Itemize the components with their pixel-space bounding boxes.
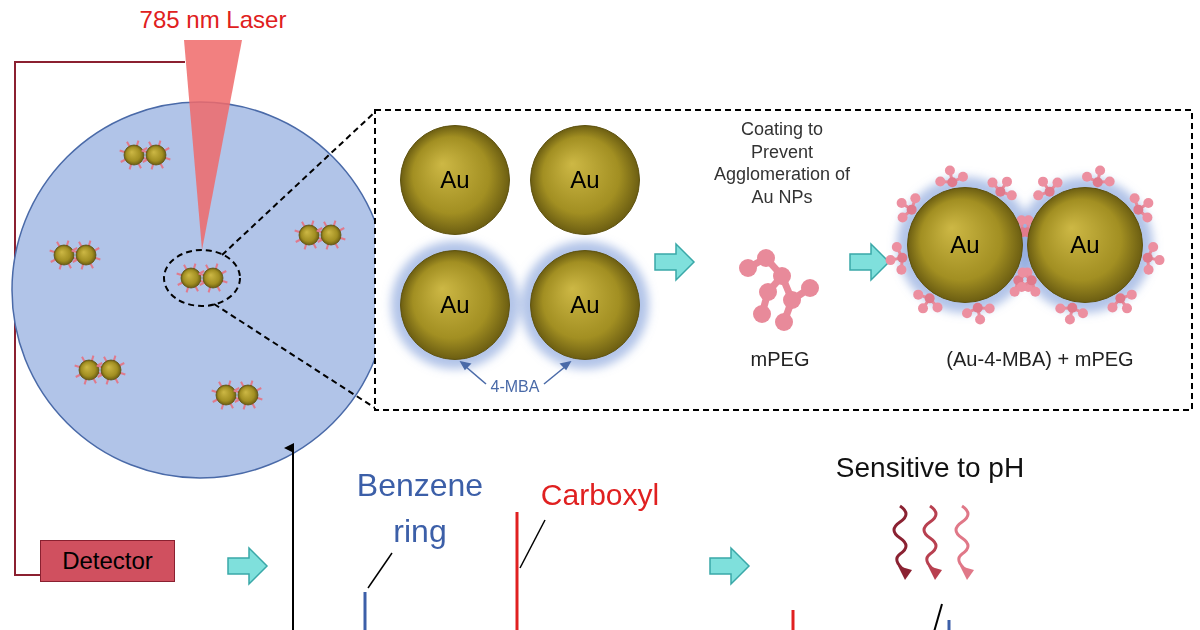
node-text: Detector [62, 547, 153, 575]
molecule-label: mPEG [751, 348, 810, 371]
ph-squiggle-head [898, 566, 974, 580]
zoom-ellipse [164, 250, 240, 306]
ph-peak [948, 620, 951, 630]
carboxyl-peak [516, 512, 519, 630]
particle-label: (Au-4-MBA) + mPEG [946, 348, 1133, 371]
leader-line [368, 553, 392, 588]
benzene-peak [364, 592, 367, 630]
gold-nanoparticle: Au [530, 250, 640, 360]
node-text: Au [570, 291, 599, 319]
node-text: Au [1070, 231, 1099, 259]
mpeg-molecule [739, 249, 819, 331]
peak-label: Carboxyl [541, 478, 659, 513]
peak-label: Benzene ring [330, 462, 510, 555]
laser-beam [184, 40, 242, 250]
zoom-line [222, 112, 375, 255]
intensity-axis [292, 448, 294, 630]
node-text: Au [440, 166, 469, 194]
coating-note: Coating to Prevent Agglomeration of Au N… [712, 118, 852, 208]
layer-label: 4-MBA [491, 378, 540, 396]
zoom-box [375, 110, 1192, 410]
ph-slash [934, 604, 942, 630]
gold-nanoparticle: Au [907, 187, 1023, 303]
laser-label: 785 nm Laser [140, 6, 287, 34]
gold-nanoparticle: Au [400, 250, 510, 360]
gold-nanoparticle: Au [530, 125, 640, 235]
ph-peak [792, 610, 795, 630]
detector-box: Detector [40, 540, 175, 582]
gold-nanoparticle: Au [400, 125, 510, 235]
gold-nanoparticle: Au [1027, 187, 1143, 303]
ph-squiggle [894, 506, 968, 570]
node-text: Au [440, 291, 469, 319]
mpeg-coating [886, 166, 1165, 325]
node-text: Au [950, 231, 979, 259]
ph-label: Sensitive to pH [836, 452, 1024, 484]
zoom-line [214, 304, 375, 408]
node-text: Au [570, 166, 599, 194]
process-arrow [228, 244, 889, 584]
leader-line [520, 520, 545, 568]
